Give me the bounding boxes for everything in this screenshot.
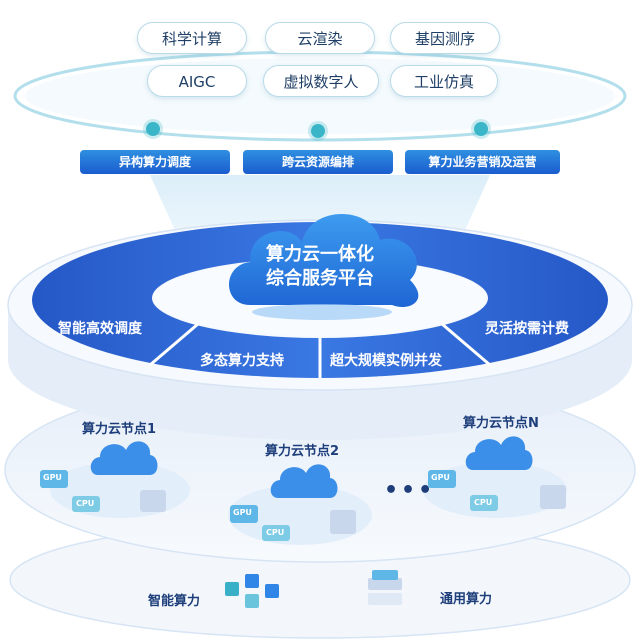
cpu-chip-label: CPU bbox=[266, 528, 285, 537]
node2-graphic bbox=[228, 464, 372, 545]
intelligent-compute-icon bbox=[225, 574, 279, 608]
node1-label: 算力云节点1 bbox=[82, 422, 157, 437]
app-pill-scientific-computing: 科学计算 bbox=[137, 22, 247, 54]
general-compute-label: 通用算力 bbox=[440, 592, 493, 607]
ring-divider bbox=[149, 316, 206, 367]
node1-graphic bbox=[40, 441, 190, 518]
app-pill-industrial-simulation: 工业仿真 bbox=[390, 65, 498, 97]
app-pill-virtual-human: 虚拟数字人 bbox=[263, 65, 379, 97]
feature-flexible-billing: 灵活按需计费 bbox=[485, 321, 569, 337]
app-pill-cloud-rendering: 云渲染 bbox=[265, 22, 375, 54]
feature-smart-scheduling: 智能高效调度 bbox=[58, 321, 142, 337]
more-nodes-ellipsis: ••• bbox=[384, 478, 436, 503]
feature-multi-form-compute: 多态算力支持 bbox=[200, 353, 284, 369]
capability-marketing-operations: 算力业务营销及运营 bbox=[405, 150, 560, 174]
nodeN-label: 算力云节点N bbox=[463, 416, 539, 431]
platform-cloud bbox=[229, 213, 419, 308]
cloud-base-glow bbox=[252, 304, 392, 320]
intelligent-compute-label: 智能算力 bbox=[148, 594, 201, 609]
cpu-chip-label: CPU bbox=[474, 498, 493, 507]
feature-ring bbox=[32, 222, 608, 378]
gpu-chip-label: GPU bbox=[43, 473, 62, 482]
gpu-chip-label: GPU bbox=[233, 508, 252, 517]
nodeN-graphic bbox=[423, 436, 567, 518]
connector-dot bbox=[474, 122, 488, 136]
ring-divider bbox=[434, 316, 491, 367]
general-compute-icon bbox=[368, 570, 402, 605]
platform-title-line2: 综合服务平台 bbox=[266, 268, 374, 289]
app-pill-aigc: AIGC bbox=[147, 65, 247, 97]
capability-heterogeneous-scheduling: 异构算力调度 bbox=[80, 150, 230, 174]
feature-massive-concurrency: 超大规模实例并发 bbox=[330, 353, 442, 369]
connector-dot bbox=[311, 124, 325, 138]
capability-cross-cloud-orchestration: 跨云资源编排 bbox=[243, 150, 393, 174]
cpu-chip-label: CPU bbox=[76, 499, 95, 508]
connector-dot bbox=[146, 122, 160, 136]
platform-title-line1: 算力云一体化 bbox=[266, 244, 374, 265]
node2-label: 算力云节点2 bbox=[265, 444, 340, 459]
gpu-chip-label: GPU bbox=[431, 473, 450, 482]
app-pill-gene-sequencing: 基因测序 bbox=[390, 22, 500, 54]
